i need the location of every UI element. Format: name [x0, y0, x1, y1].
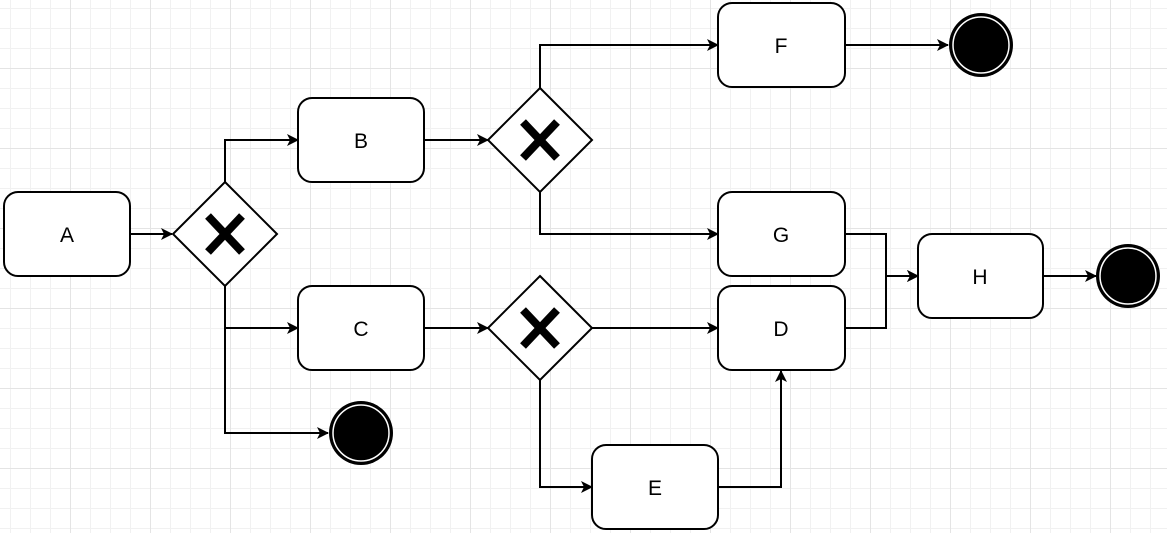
flow-gateway2-to-g[interactable] [539, 192, 719, 240]
gateway-x-icon [520, 119, 560, 161]
exclusive-gateway-3[interactable] [486, 274, 594, 382]
task-b-label: B [354, 130, 368, 153]
flow-gateway3-to-e[interactable] [539, 380, 593, 493]
exclusive-gateway-2[interactable] [486, 86, 594, 194]
task-h-label: H [972, 266, 987, 289]
task-f-label: F [775, 35, 788, 58]
flow-d-to-h[interactable] [845, 270, 919, 329]
end-event-1[interactable] [329, 401, 393, 465]
flow-gateway1-to-end1[interactable] [224, 328, 329, 439]
flow-gateway2-to-f[interactable] [539, 39, 719, 88]
task-c[interactable]: C [297, 285, 425, 371]
task-a[interactable]: A [3, 191, 131, 277]
task-d-label: D [773, 318, 788, 341]
sequence-flows [130, 39, 1097, 493]
flow-gateway1-to-c[interactable] [224, 286, 299, 334]
gateway-x-icon [520, 307, 560, 349]
end-event-3[interactable] [1096, 244, 1160, 308]
flow-e-to-d[interactable] [718, 370, 787, 488]
task-c-label: C [353, 318, 368, 341]
gateway-x-icon [205, 213, 245, 255]
flow-g-to-h[interactable] [845, 233, 919, 282]
task-g[interactable]: G [717, 191, 846, 277]
task-e[interactable]: E [591, 444, 719, 530]
task-a-label: A [60, 224, 74, 247]
task-d[interactable]: D [717, 285, 846, 371]
task-e-label: E [648, 477, 662, 500]
task-b[interactable]: B [297, 97, 425, 183]
task-h[interactable]: H [917, 233, 1044, 319]
exclusive-gateway-1[interactable] [171, 180, 279, 288]
task-f[interactable]: F [717, 2, 846, 88]
end-event-2[interactable] [949, 13, 1013, 77]
task-g-label: G [773, 224, 789, 247]
flow-gateway1-to-b[interactable] [224, 134, 299, 182]
